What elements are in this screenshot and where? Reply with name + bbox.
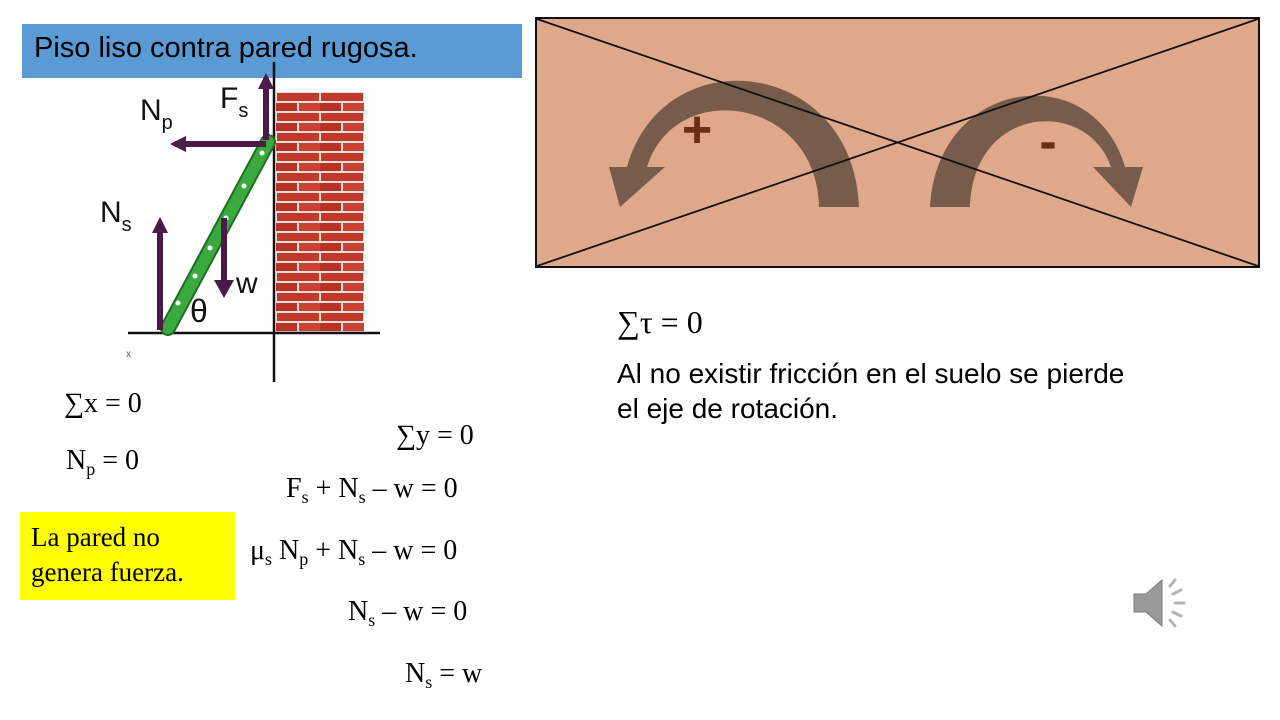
label-np: Np bbox=[140, 94, 173, 134]
torque-equation: ∑τ = 0 bbox=[617, 304, 703, 340]
sum-x-equation: ∑x = 0 bbox=[64, 388, 142, 419]
equation-1: Fs + Ns – w = 0 bbox=[286, 473, 458, 507]
ladder bbox=[160, 134, 276, 336]
ladder-diagram: Np Fs Ns w θ x bbox=[100, 62, 380, 382]
cross-line-2 bbox=[536, 18, 1259, 267]
label-x: x bbox=[126, 349, 131, 360]
label-ns: Ns bbox=[100, 196, 132, 236]
note-text: La pared no genera fuerza. bbox=[31, 522, 184, 587]
speaker-icon[interactable] bbox=[1130, 572, 1196, 634]
equation-2: μs Np + Ns – w = 0 bbox=[250, 535, 458, 569]
clockwise-arrow-icon bbox=[930, 95, 1143, 207]
label-theta: θ bbox=[190, 293, 208, 329]
label-fs: Fs bbox=[220, 82, 248, 122]
note-box bbox=[20, 512, 235, 600]
equation-3: Ns – w = 0 bbox=[348, 596, 468, 630]
brick-wall bbox=[276, 92, 364, 332]
torque-panel: + - bbox=[535, 17, 1260, 268]
slide-title: Piso liso contra pared rugosa. bbox=[34, 32, 418, 64]
np-equation: Np = 0 bbox=[66, 445, 140, 479]
label-w: w bbox=[235, 267, 258, 300]
plus-sign: + bbox=[682, 101, 712, 159]
title-banner bbox=[22, 24, 522, 78]
minus-sign: - bbox=[1039, 113, 1056, 171]
torque-explanation: Al no existir fricción en el suelo se pi… bbox=[617, 358, 1125, 424]
equation-4: Ns = w bbox=[405, 658, 483, 692]
sum-y-equation: ∑y = 0 bbox=[396, 420, 474, 451]
counterclockwise-arrow-icon bbox=[609, 80, 859, 207]
